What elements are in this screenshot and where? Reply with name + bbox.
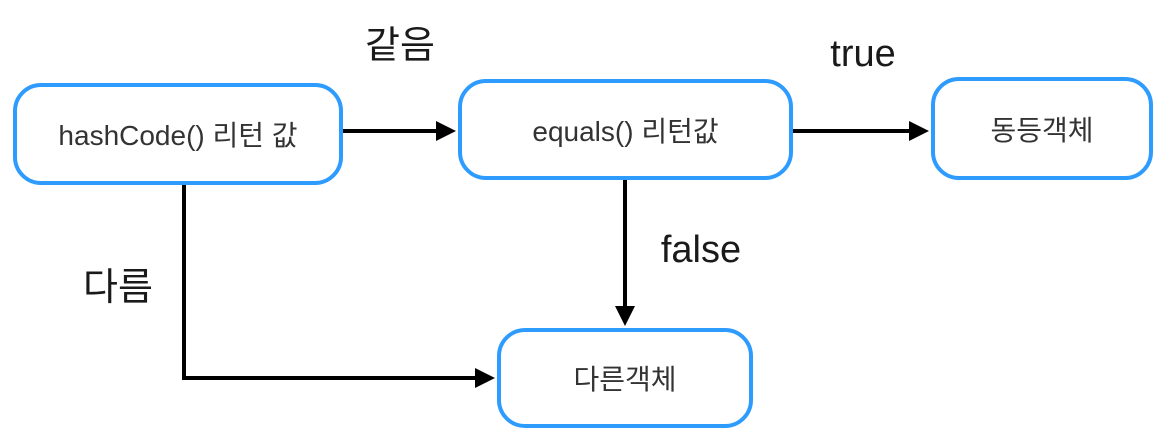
node-equal-object: 동등객체 [931, 77, 1153, 180]
node-equals-label: equals() 리턴값 [532, 115, 719, 147]
node-different-object: 다른객체 [497, 328, 753, 428]
node-hashcode-label: hashCode() 리턴 값 [58, 120, 298, 151]
node-equals-return: equals() 리턴값 [458, 79, 793, 180]
arrow-equals-to-equal-object [793, 121, 929, 141]
arrow-hashcode-to-equals [343, 121, 456, 141]
edge-label-same: 같음 [365, 25, 435, 67]
node-hashcode-return: hashCode() 리턴 값 [13, 83, 343, 185]
node-different-object-label: 다른객체 [573, 364, 677, 395]
edge-label-false: false [660, 229, 742, 271]
edge-label-different: 다름 [83, 267, 153, 309]
node-equal-object-label: 동등객체 [990, 114, 1094, 146]
arrow-hashcode-to-different-object [182, 185, 495, 388]
edge-label-true: true [830, 33, 896, 75]
arrow-equals-to-different-object [615, 180, 635, 326]
